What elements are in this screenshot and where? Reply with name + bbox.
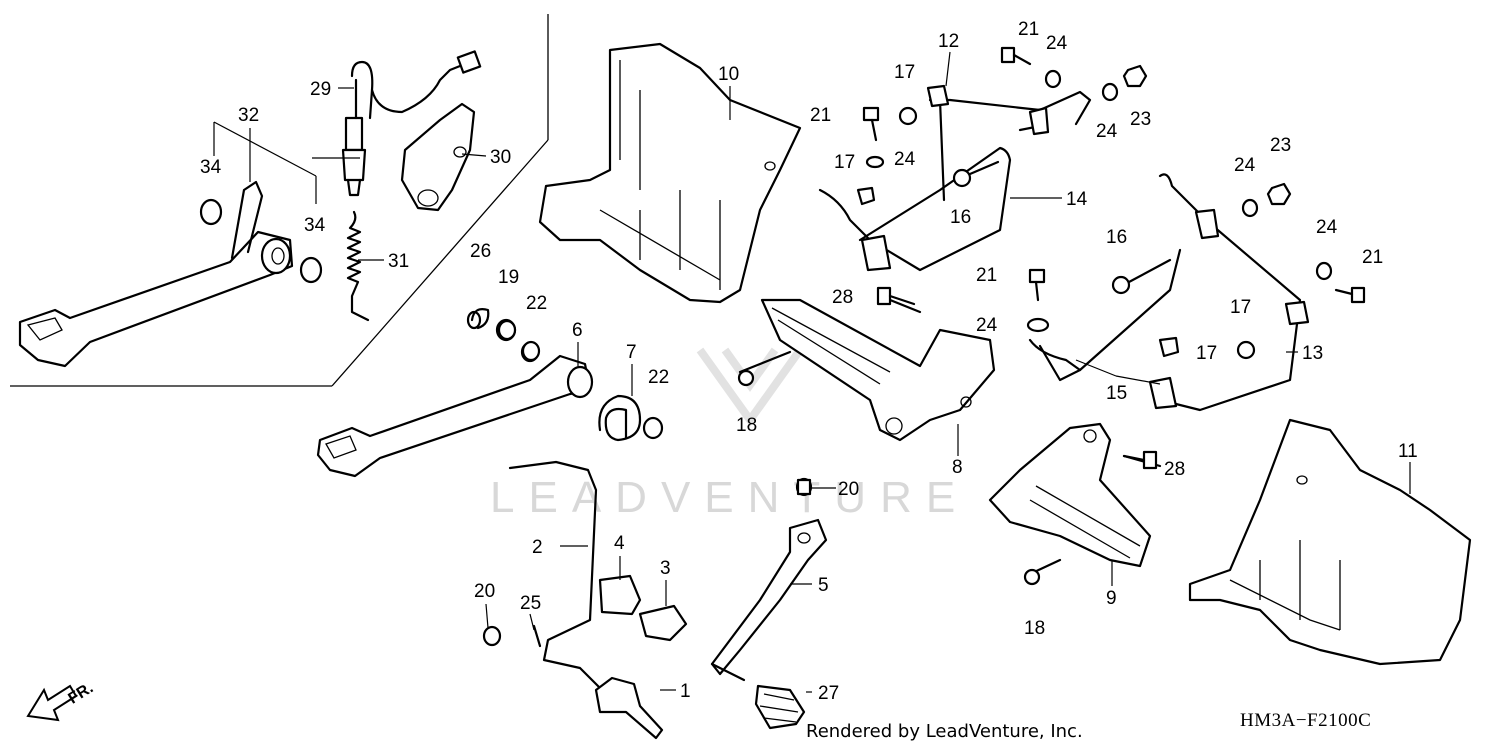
callout-27: 27 (818, 683, 839, 704)
callout-24-upper-right: 24 (1234, 155, 1256, 176)
callout-28-lower: 28 (1164, 459, 1185, 480)
rendered-by-text: Rendered by LeadVenture, Inc. (806, 721, 1083, 742)
callout-20-center: 20 (838, 479, 859, 500)
callout-21-left: 21 (810, 105, 831, 126)
callout-31: 31 (388, 251, 409, 272)
guard-wire-lower-right (1028, 173, 1310, 412)
callout-21-middle: 21 (976, 265, 997, 286)
callout-17-right: 17 (1230, 297, 1251, 318)
callout-17-top: 17 (894, 62, 915, 83)
callout-34-right: 34 (304, 215, 326, 236)
callout-24-right: 24 (1316, 217, 1338, 238)
callout-24-middle: 24 (1096, 121, 1118, 142)
callout-11: 11 (1398, 441, 1418, 462)
watermark-text: LEADVENTURE (490, 473, 969, 522)
hardware (470, 46, 1366, 586)
leadventure-watermark: LEADVENTURE (490, 347, 969, 522)
callout-24-center: 24 (976, 315, 998, 336)
guard-wire-upper-left (818, 84, 1092, 272)
callout-28-upper: 28 (832, 287, 853, 308)
leader-lines (213, 51, 1411, 693)
callout-9: 9 (1106, 588, 1117, 609)
callout-26: 26 (470, 241, 491, 262)
callout-20-left: 20 (474, 581, 495, 602)
callout-24-top: 24 (1046, 33, 1068, 54)
footpeg-right (988, 422, 1162, 576)
callout-19: 19 (498, 267, 519, 288)
front-direction-indicator: FR. (26, 680, 96, 722)
callout-10: 10 (718, 64, 739, 85)
callout-25: 25 (520, 593, 541, 614)
callout-30: 30 (490, 147, 511, 168)
callout-21-right: 21 (1362, 247, 1383, 268)
callout-5: 5 (818, 575, 829, 596)
callout-34-left: 34 (200, 157, 222, 178)
callout-22-upper: 22 (526, 293, 547, 314)
callout-22-lower: 22 (648, 367, 669, 388)
callout-18-left: 18 (736, 415, 757, 436)
inset-brake-pedal (18, 50, 482, 368)
brake-rod-assembly (482, 460, 688, 740)
diagram-code: HM3A−F2100C (1240, 710, 1371, 731)
callouts: 1 2 3 4 5 6 7 8 9 10 11 12 13 14 15 16 1… (200, 19, 1418, 704)
callout-1: 1 (680, 681, 691, 702)
mudguard-left (538, 42, 802, 304)
callout-14: 14 (1066, 189, 1088, 210)
callout-17-lower: 17 (1196, 343, 1217, 364)
mudguard-right (1188, 418, 1472, 666)
footpeg-left (738, 294, 996, 442)
callout-23-top: 23 (1130, 109, 1151, 130)
callout-32: 32 (238, 105, 259, 126)
callout-4: 4 (614, 533, 625, 554)
callout-13: 13 (1302, 343, 1323, 364)
callout-12: 12 (938, 31, 959, 52)
callout-15: 15 (1106, 383, 1127, 404)
callout-16-right: 16 (1106, 227, 1127, 248)
callout-8: 8 (952, 457, 963, 478)
callout-6: 6 (572, 320, 583, 341)
callout-23-right: 23 (1270, 135, 1291, 156)
brake-pedal-assembly (316, 310, 664, 478)
callout-2: 2 (532, 537, 543, 558)
callout-21-top: 21 (1018, 19, 1039, 40)
callout-29: 29 (310, 79, 331, 100)
callout-24-left: 24 (894, 149, 916, 170)
callout-7: 7 (626, 342, 637, 363)
callout-18-right: 18 (1024, 618, 1045, 639)
callout-16-left: 16 (950, 207, 971, 228)
inset-border (10, 14, 549, 387)
callout-3: 3 (660, 558, 671, 579)
callout-17-left: 17 (834, 152, 855, 173)
direction-label: FR. (65, 680, 96, 708)
front-arrow-icon (26, 684, 78, 722)
